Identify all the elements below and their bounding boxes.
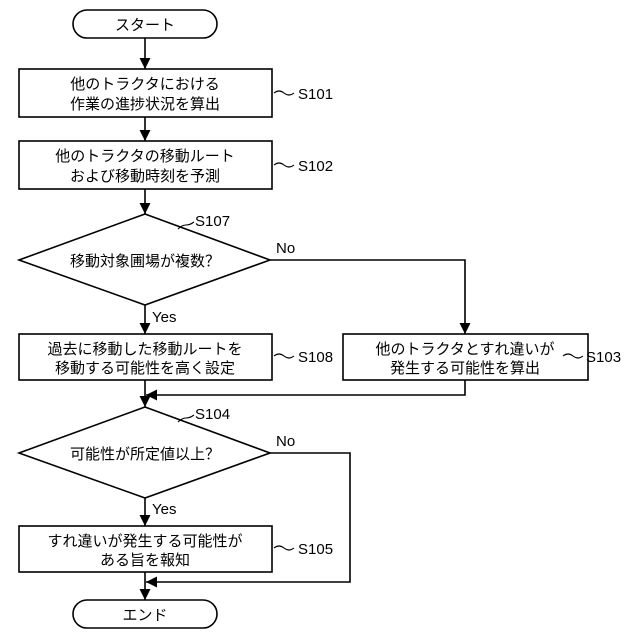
decision-s104-ref: S104 [195,406,230,423]
arrow-s107-no-to-s103 [270,260,465,334]
connectors [145,38,465,600]
step-s103-line1: 他のトラクタとすれ違いが [376,340,555,358]
decision-s104-question: 可能性が所定値以上？ [70,445,220,463]
step-s105: すれ違いが発生する可能性が ある旨を報知 S105 [19,526,333,572]
decision-s107-no-label: No [276,240,295,257]
decision-s107-yes-label: Yes [152,309,176,326]
step-s102: 他のトラクタの移動ルート および移動時刻を予測 S102 [19,141,333,189]
step-s105-line1: すれ違いが発生する可能性が [47,532,242,550]
decision-s104: 可能性が所定値以上？ S104 No Yes [19,406,295,518]
decision-s107: 移動対象圃場が複数？ S107 No Yes [19,213,295,326]
step-s103-ref: S103 [586,349,621,366]
end-terminal: エンド [73,600,217,628]
step-s102-ref: S102 [298,158,333,175]
step-s101: 他のトラクタにおける 作業の進捗状況を算出 S101 [19,69,333,117]
step-s105-ref: S105 [298,541,333,558]
step-s102-line1: 他のトラクタの移動ルート [55,147,234,165]
step-s102-line2: および移動時刻を予測 [70,167,220,185]
step-s103-line2: 発生する可能性を算出 [390,359,540,377]
step-s108-line1: 過去に移動した移動ルートを [47,340,242,358]
decision-s104-no-label: No [276,433,295,450]
start-label: スタート [115,16,175,34]
step-s101-ref: S101 [298,86,333,103]
arrow-s103-join [146,380,465,395]
step-s101-line2: 作業の進捗状況を算出 [70,95,220,113]
step-s108: 過去に移動した移動ルートを 移動する可能性を高く設定 S108 [19,334,333,380]
step-s108-ref: S108 [298,349,333,366]
start-terminal: スタート [73,10,217,38]
end-label: エンド [122,606,167,624]
decision-s107-question: 移動対象圃場が複数？ [70,252,220,270]
step-s108-line2: 移動する可能性を高く設定 [55,359,235,377]
decision-s107-ref: S107 [195,213,230,230]
step-s101-line1: 他のトラクタにおける [70,75,219,93]
step-s103: 他のトラクタとすれ違いが 発生する可能性を算出 S103 [343,334,621,380]
decision-s104-yes-label: Yes [152,501,176,518]
step-s105-line2: ある旨を報知 [100,551,190,569]
